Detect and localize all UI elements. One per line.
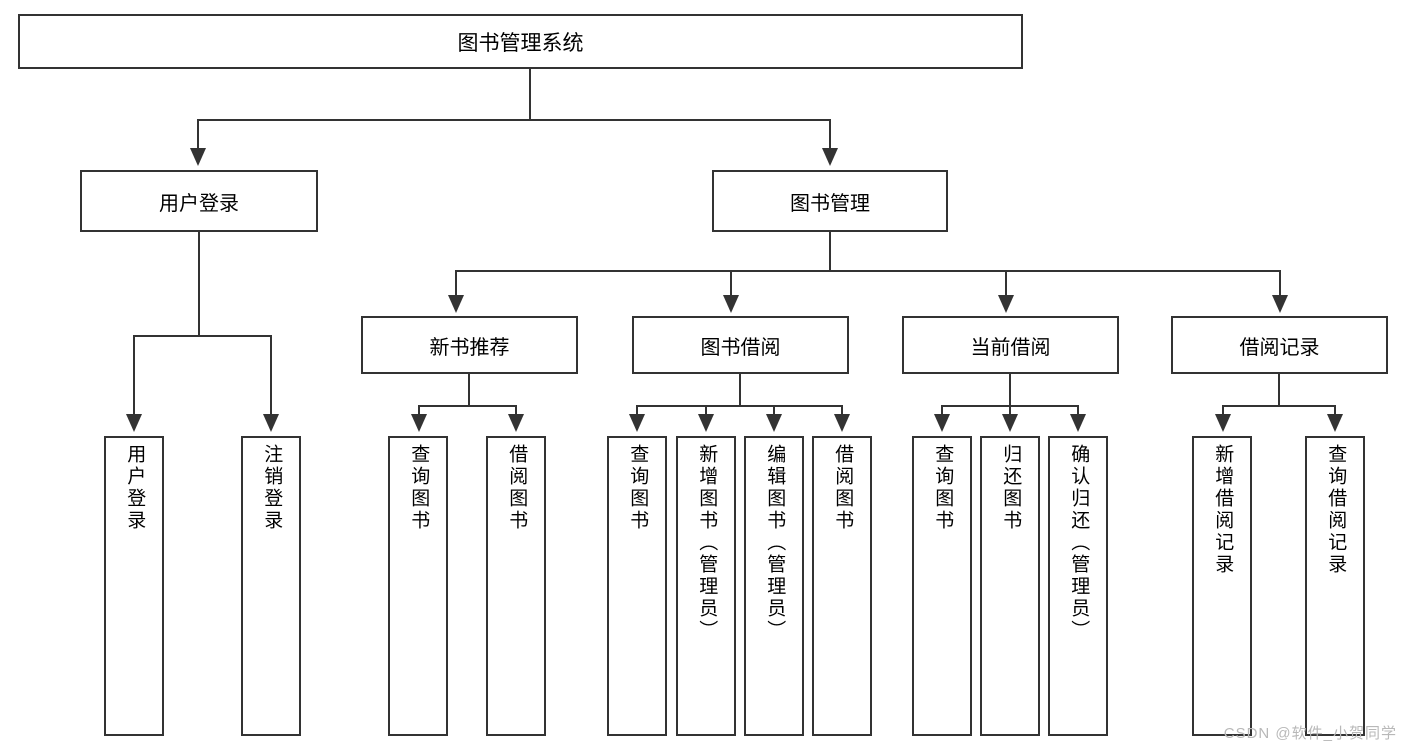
node-label: 图书管理 — [790, 192, 870, 215]
leaf-label: 查询图书 — [408, 444, 430, 532]
arrow-to-new-book — [448, 295, 464, 313]
node-current-borrow[interactable]: 当前借阅 — [902, 316, 1119, 374]
connector-book-manage-stem — [829, 232, 831, 272]
node-user-login[interactable]: 用户登录 — [80, 170, 318, 232]
node-label: 当前借阅 — [970, 336, 1051, 359]
connector-new-book-drop-2 — [515, 405, 517, 416]
connector-book-borrow-drop-1 — [636, 405, 638, 416]
connector-new-book-bus — [418, 405, 517, 407]
connector-user-login-stem — [198, 232, 200, 336]
leaf-label: 新增图书（管理员） — [696, 444, 718, 642]
leaf-label: 确认归还（管理员） — [1068, 444, 1090, 642]
arrow-to-leaf-add-book — [698, 414, 714, 432]
leaf-add-borrow-record[interactable]: 新增借阅记录 — [1192, 436, 1252, 736]
connector-level2-drop-left — [197, 119, 199, 149]
watermark: CSDN @软件_小贺同学 — [1223, 725, 1397, 742]
connector-level3-bus — [455, 270, 1281, 272]
connector-borrow-record-stem — [1278, 374, 1280, 407]
arrow-to-leaf-query-record — [1327, 414, 1343, 432]
arrow-to-leaf-add-record — [1215, 414, 1231, 432]
arrow-to-book-manage — [822, 148, 838, 166]
leaf-label: 查询图书 — [627, 444, 649, 532]
connector-book-borrow-drop-4 — [841, 405, 843, 416]
leaf-label: 借阅图书 — [506, 444, 528, 532]
node-label: 借阅记录 — [1239, 336, 1320, 359]
connector-borrow-record-drop-2 — [1334, 405, 1336, 416]
connector-current-borrow-drop-3 — [1077, 405, 1079, 416]
connector-root-stem — [529, 69, 531, 120]
connector-borrow-record-bus — [1222, 405, 1336, 407]
arrow-to-leaf-query-book-1 — [411, 414, 427, 432]
node-book-manage[interactable]: 图书管理 — [712, 170, 948, 232]
connector-book-borrow-drop-2 — [705, 405, 707, 416]
connector-current-borrow-stem — [1009, 374, 1011, 407]
arrow-to-leaf-edit-book — [766, 414, 782, 432]
node-new-book-recommend[interactable]: 新书推荐 — [361, 316, 578, 374]
connector-level2-drop-right — [829, 119, 831, 149]
connector-book-borrow-stem — [739, 374, 741, 407]
leaf-label: 查询借阅记录 — [1325, 444, 1347, 576]
connector-borrow-record-drop-1 — [1222, 405, 1224, 416]
connector-book-borrow-bus — [636, 405, 843, 407]
arrow-to-leaf-return-book — [1002, 414, 1018, 432]
node-book-borrow[interactable]: 图书借阅 — [632, 316, 849, 374]
leaf-user-login[interactable]: 用户登录 — [104, 436, 164, 736]
connector-user-login-drop-2 — [270, 335, 272, 416]
arrow-to-leaf-logout — [263, 414, 279, 432]
leaf-borrow-book-new[interactable]: 借阅图书 — [486, 436, 546, 736]
arrow-to-leaf-query-book-2 — [629, 414, 645, 432]
arrow-to-leaf-user-login — [126, 414, 142, 432]
leaf-confirm-return-admin[interactable]: 确认归还（管理员） — [1048, 436, 1108, 736]
connector-user-login-bus — [133, 335, 272, 337]
arrow-to-leaf-query-book-3 — [934, 414, 950, 432]
connector-current-borrow-drop-2 — [1009, 405, 1011, 416]
leaf-borrow-book[interactable]: 借阅图书 — [812, 436, 872, 736]
connector-current-borrow-drop-1 — [941, 405, 943, 416]
node-borrow-record[interactable]: 借阅记录 — [1171, 316, 1388, 374]
node-label: 图书借阅 — [700, 336, 781, 359]
leaf-label: 新增借阅记录 — [1212, 444, 1234, 576]
leaf-label: 借阅图书 — [832, 444, 854, 532]
arrow-to-leaf-borrow-book-1 — [508, 414, 524, 432]
leaf-query-book-borrow[interactable]: 查询图书 — [607, 436, 667, 736]
connector-new-book-stem — [468, 374, 470, 407]
leaf-edit-book-admin[interactable]: 编辑图书（管理员） — [744, 436, 804, 736]
connector-level3-drop-3 — [1005, 270, 1007, 297]
connector-level2-bus — [197, 119, 831, 121]
node-label: 新书推荐 — [429, 336, 510, 359]
connector-level3-drop-4 — [1279, 270, 1281, 297]
arrow-to-leaf-confirm-return — [1070, 414, 1086, 432]
arrow-to-book-borrow — [723, 295, 739, 313]
connector-level3-drop-1 — [455, 270, 457, 297]
leaf-add-book-admin[interactable]: 新增图书（管理员） — [676, 436, 736, 736]
connector-level3-drop-2 — [730, 270, 732, 297]
node-label: 图书管理系统 — [457, 31, 584, 55]
node-label: 用户登录 — [159, 192, 239, 215]
connector-user-login-drop-1 — [133, 335, 135, 416]
leaf-label: 注销登录 — [261, 444, 283, 532]
connector-new-book-drop-1 — [418, 405, 420, 416]
leaf-query-book-current[interactable]: 查询图书 — [912, 436, 972, 736]
arrow-to-leaf-borrow-book-2 — [834, 414, 850, 432]
leaf-query-borrow-record[interactable]: 查询借阅记录 — [1305, 436, 1365, 736]
arrow-to-user-login — [190, 148, 206, 166]
arrow-to-borrow-record — [1272, 295, 1288, 313]
arrow-to-current-borrow — [998, 295, 1014, 313]
leaf-label: 编辑图书（管理员） — [764, 444, 786, 642]
leaf-query-book-new[interactable]: 查询图书 — [388, 436, 448, 736]
leaf-logout-login[interactable]: 注销登录 — [241, 436, 301, 736]
node-root-system[interactable]: 图书管理系统 — [18, 14, 1023, 69]
connector-book-borrow-drop-3 — [773, 405, 775, 416]
leaf-label: 归还图书 — [1000, 444, 1022, 532]
leaf-label: 查询图书 — [932, 444, 954, 532]
leaf-label: 用户登录 — [124, 444, 146, 532]
leaf-return-book[interactable]: 归还图书 — [980, 436, 1040, 736]
